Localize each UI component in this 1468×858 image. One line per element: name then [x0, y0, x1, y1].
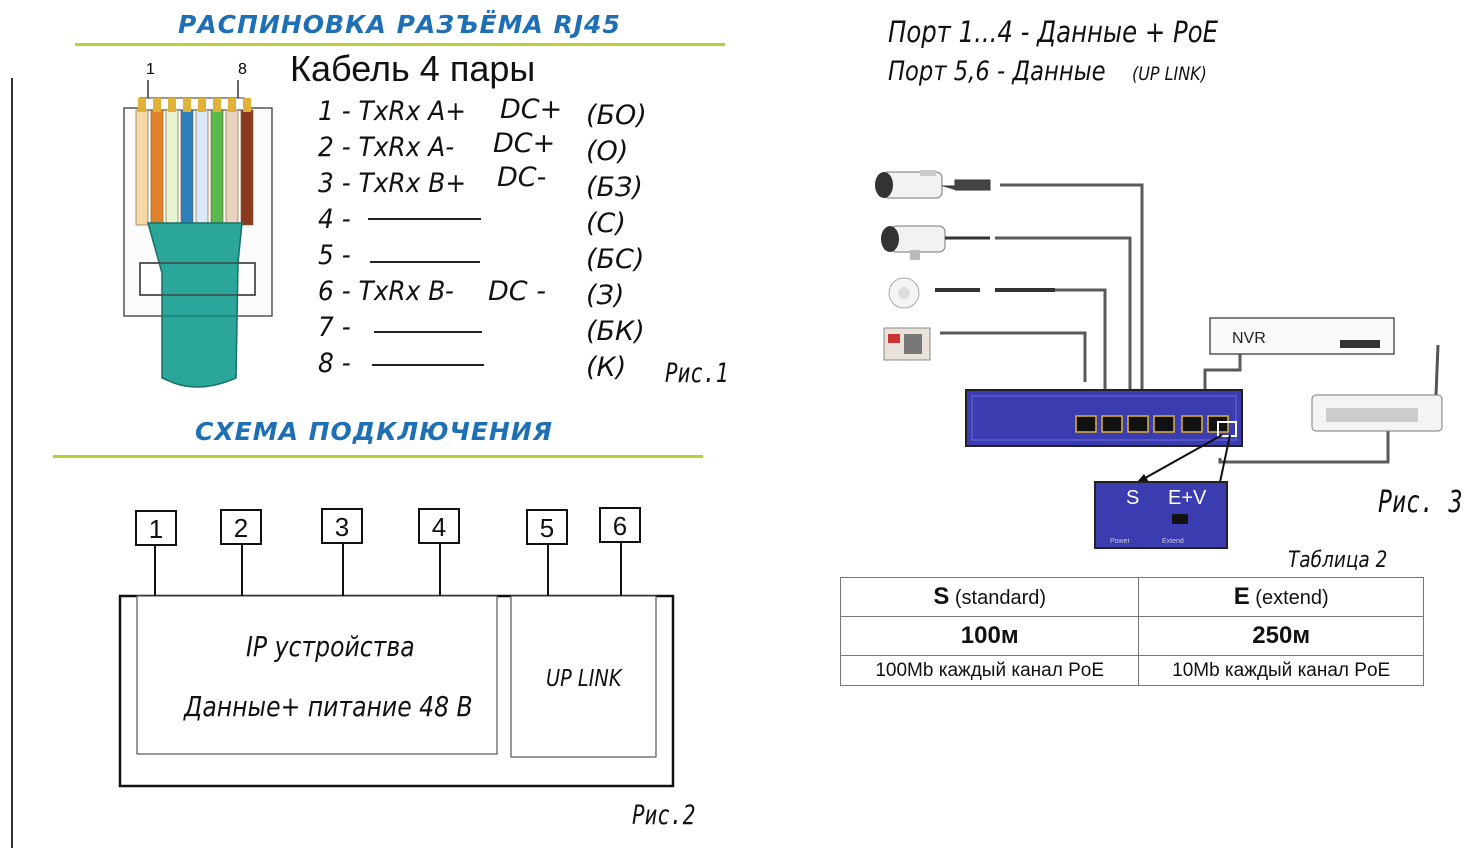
uplink-label: UP LINK: [546, 666, 622, 692]
table-distance-row: 100м 250м: [839, 616, 1424, 656]
router-device: [1311, 344, 1443, 432]
pin-8-mark: 8: [238, 61, 247, 78]
dome-camera: [888, 277, 1055, 309]
pin-8-color-code: (К): [586, 352, 627, 383]
ip-devices-label: IP устройства: [246, 630, 415, 663]
scheme-diagram-lines: [118, 543, 675, 788]
zoom-ev-label: E+V: [1168, 487, 1207, 509]
zoom-extend-label: Extend: [1162, 538, 1184, 545]
switch-port-3: [1127, 415, 1149, 433]
bullet-camera-2: [881, 225, 990, 260]
pin-4-color-code: (С): [586, 208, 626, 239]
contact-2: [153, 98, 161, 112]
pin-3-dc: DC-: [497, 162, 547, 193]
pin-1-color-code: (БО): [586, 100, 647, 131]
pin-7-color-code: (БК): [586, 316, 645, 347]
pin-1-dc: DC+: [500, 94, 563, 125]
contact-4: [183, 98, 191, 112]
rj45-plug-illustration: 1 8: [123, 61, 273, 388]
port-box-1: 1: [135, 510, 177, 546]
pin-4-unused-line: [370, 261, 480, 263]
pin-2-dc: DC+: [493, 128, 556, 159]
table-header-row: S (standard) E (extend): [839, 577, 1424, 617]
fig1-caption: Рис.1: [665, 358, 729, 389]
switch-port-5: [1181, 415, 1203, 433]
pin-7-unused-line: [372, 364, 484, 366]
header-extend: E (extend): [1138, 577, 1424, 617]
pin-2-color-code: (О): [586, 136, 629, 167]
scheme-title: СХЕМА ПОДКЛЮЧЕНИЯ: [195, 417, 553, 446]
port-box-2: 2: [220, 509, 262, 545]
pinout-title: РАСПИНОВКА РАЗЪЁМА RJ45: [178, 10, 621, 39]
pin-2-label: 2 - TxRx A-: [318, 132, 455, 163]
contact-1: [138, 98, 146, 112]
port-5-6-text: Порт 5,6 - Данные (UP LINK): [888, 56, 1221, 87]
header-extend-word: (extend): [1255, 587, 1329, 609]
mode-table: S (standard) E (extend) 100м 250м 100Mb …: [839, 577, 1424, 686]
pin-3-color-code: (БЗ): [586, 172, 643, 203]
scheme-title-rule: [53, 455, 703, 458]
header-extend-letter: E: [1233, 583, 1250, 610]
pin-5-color-code: (БС): [586, 244, 645, 275]
contact-8: [243, 98, 251, 112]
pin-5-label: 5 -: [318, 240, 351, 271]
pin-8-label: 8 -: [318, 348, 351, 379]
switch-port-2: [1101, 415, 1123, 433]
distance-extend: 250м: [1138, 616, 1424, 656]
port-1-4-text: Порт 1...4 - Данные + PoE: [888, 15, 1219, 49]
nvr-device: NVR: [1209, 317, 1395, 355]
pin-4-label: 4 -: [318, 204, 351, 235]
port-5-6-main: Порт 5,6 - Данные: [888, 56, 1106, 87]
contact-5: [198, 98, 206, 112]
pin-6-dc: DC -: [488, 276, 546, 307]
switch-port-4: [1153, 415, 1175, 433]
bullet-camera-1: [875, 170, 991, 199]
table-caption: Таблица 2: [1288, 548, 1388, 573]
switch-port-1: [1075, 415, 1097, 433]
fig2-caption: Рис.2: [632, 800, 696, 831]
pin-7-label: 7 -: [318, 312, 351, 343]
port-box-5: 5: [526, 509, 568, 545]
nvr-label: NVR: [1232, 330, 1266, 347]
poe-switch: [965, 389, 1243, 447]
port-box-3: 3: [321, 508, 363, 544]
zoom-s-label: S: [1126, 487, 1139, 509]
network-diagram: NVR S E+V Power Extend: [875, 170, 1443, 549]
pin-6-unused-line: [374, 331, 482, 333]
header-standard-word: (standard): [954, 587, 1047, 609]
pin-1-mark: 1: [146, 61, 155, 78]
zoom-power-label: Power: [1110, 538, 1131, 545]
header-standard: S (standard): [839, 577, 1140, 617]
note-standard: 100Mb каждый канал PoE: [839, 655, 1140, 686]
dip-switch-zoom: S E+V Power Extend: [1094, 481, 1228, 549]
intercom-panel: [883, 327, 931, 361]
contact-3: [168, 98, 176, 112]
left-margin-line: [11, 78, 13, 848]
port-box-6: 6: [599, 507, 641, 543]
port-5-6-small: (UP LINK): [1132, 63, 1207, 85]
contact-7: [228, 98, 236, 112]
power-label: Данные+ питание 48 В: [184, 690, 473, 723]
port-box-4: 4: [418, 508, 460, 544]
pin-3-unused-line: [368, 218, 481, 220]
distance-standard: 100м: [839, 616, 1140, 656]
cable-title: Кабель 4 пары: [290, 48, 536, 89]
header-standard-letter: S: [933, 583, 950, 610]
contact-6: [213, 98, 221, 112]
pin-6-color-code: (З): [586, 280, 625, 311]
table-note-row: 100Mb каждый канал PoE 10Mb каждый канал…: [839, 655, 1424, 686]
fig3-caption: Рис. 3: [1378, 485, 1463, 520]
pin-1-label: 1 - TxRx A+: [318, 96, 467, 127]
note-extend: 10Mb каждый канал PoE: [1138, 655, 1424, 686]
pinout-title-rule: [75, 43, 725, 46]
pin-6-label: 6 - TxRx B-: [318, 276, 454, 307]
pin-3-label: 3 - TxRx B+: [318, 168, 467, 199]
